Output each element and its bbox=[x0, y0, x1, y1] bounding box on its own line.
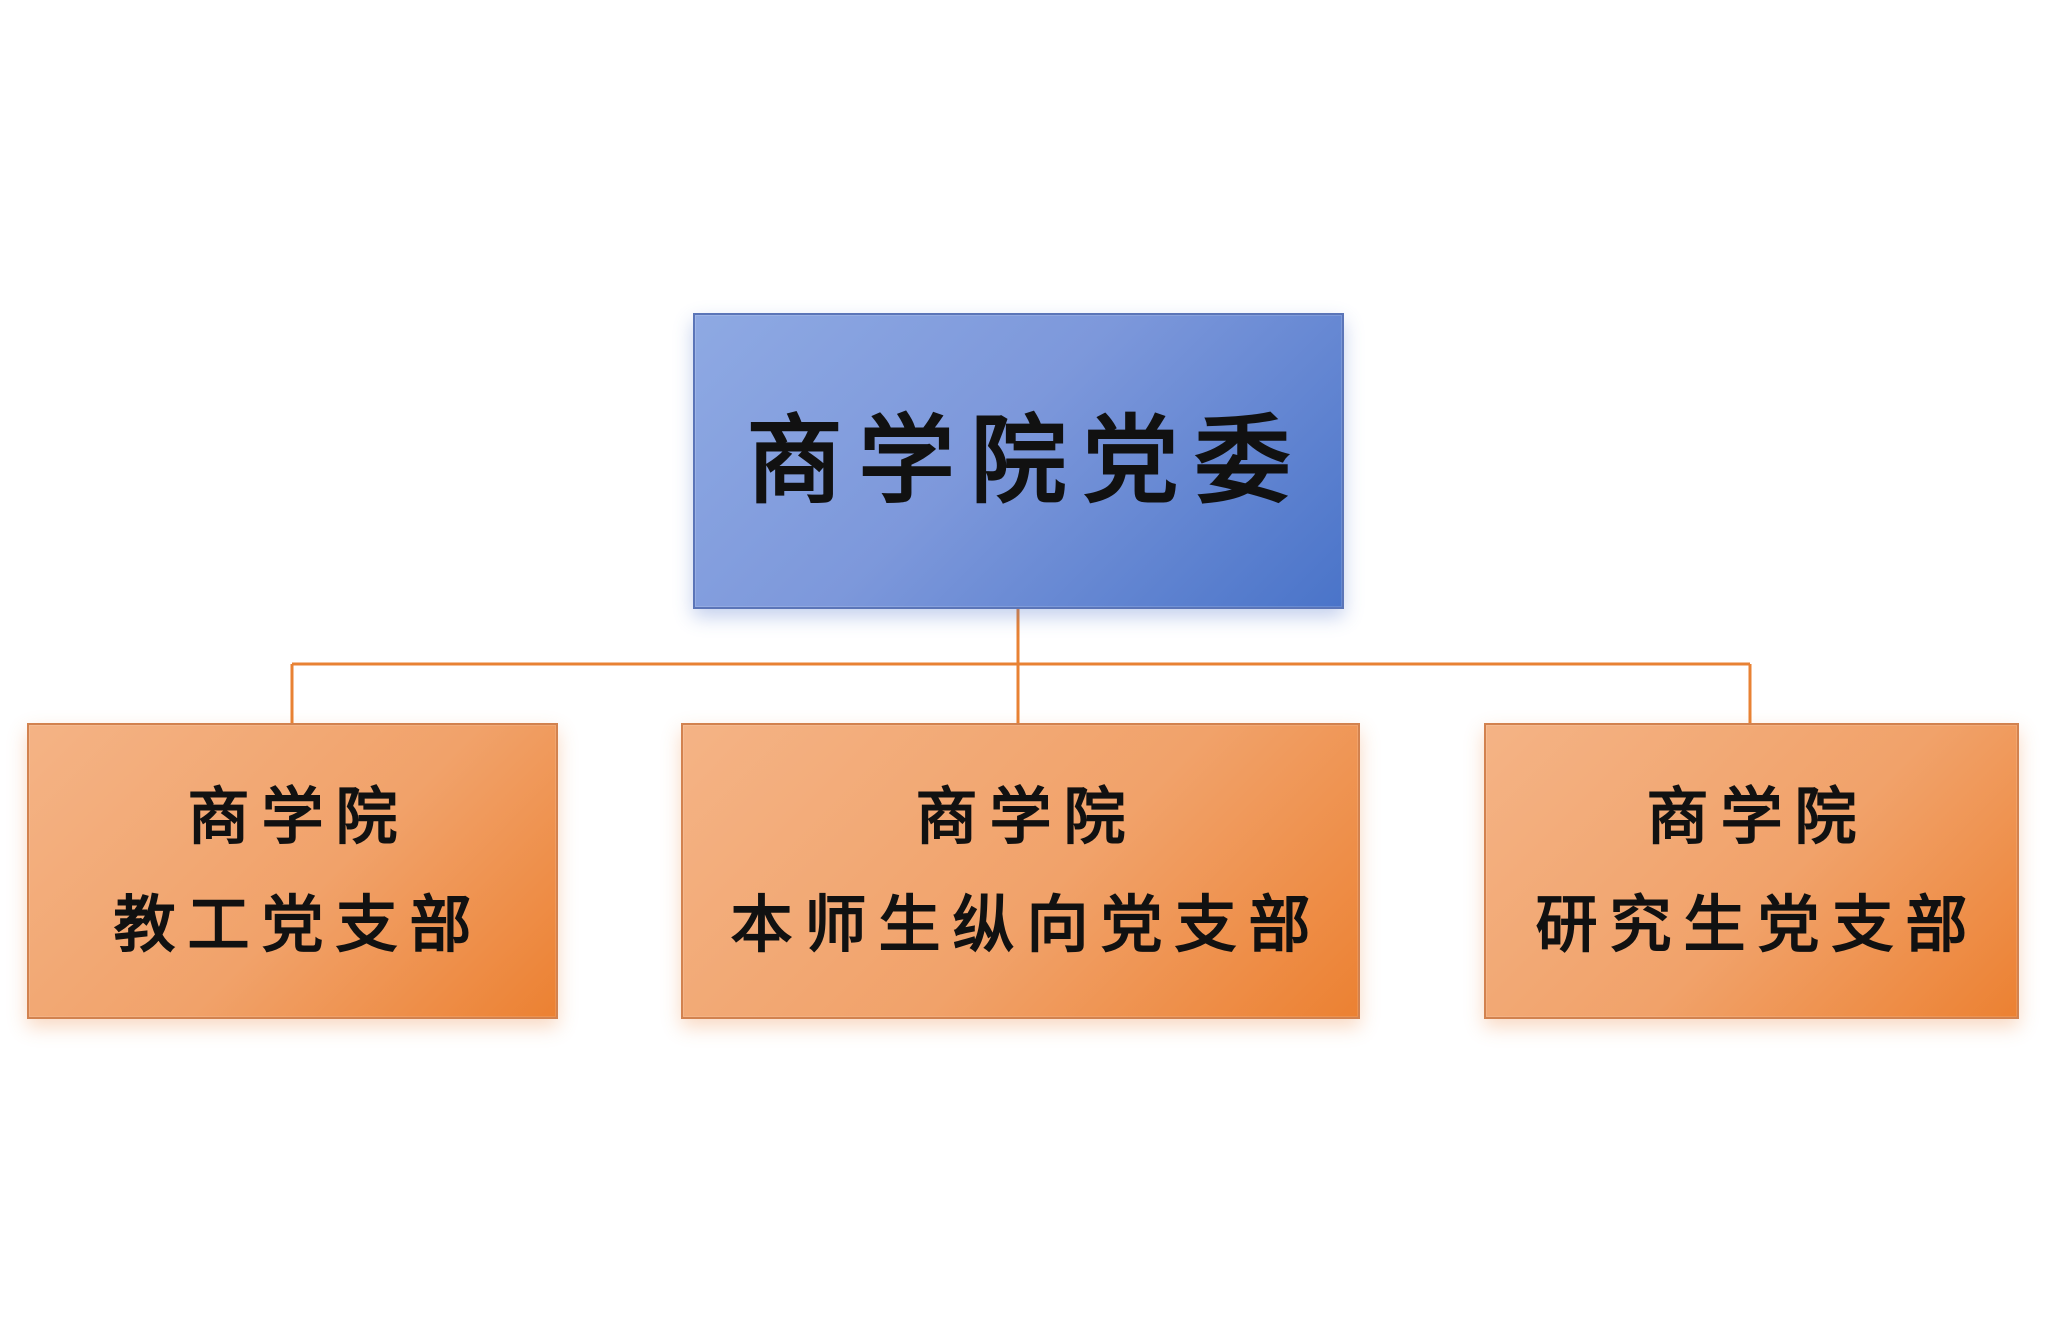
child-node-label-line2: 研究生党支部 bbox=[1535, 888, 1980, 961]
child-node-graduate-branch: 商学院 研究生党支部 bbox=[1484, 723, 2019, 1019]
root-node-party-committee: 商学院党委 bbox=[693, 313, 1344, 609]
root-node-label: 商学院党委 bbox=[746, 403, 1307, 517]
child-node-label-line1: 商学院 bbox=[1646, 779, 1869, 853]
child-node-faculty-branch: 商学院 教工党支部 bbox=[27, 723, 558, 1019]
child-node-label-line2: 本师生纵向党支部 bbox=[730, 888, 1323, 961]
child-node-label-line1: 商学院 bbox=[915, 779, 1138, 853]
child-node-label-line1: 商学院 bbox=[187, 779, 410, 853]
child-node-label-line2: 教工党支部 bbox=[113, 888, 484, 961]
child-node-undergrad-branch: 商学院 本师生纵向党支部 bbox=[681, 723, 1360, 1019]
